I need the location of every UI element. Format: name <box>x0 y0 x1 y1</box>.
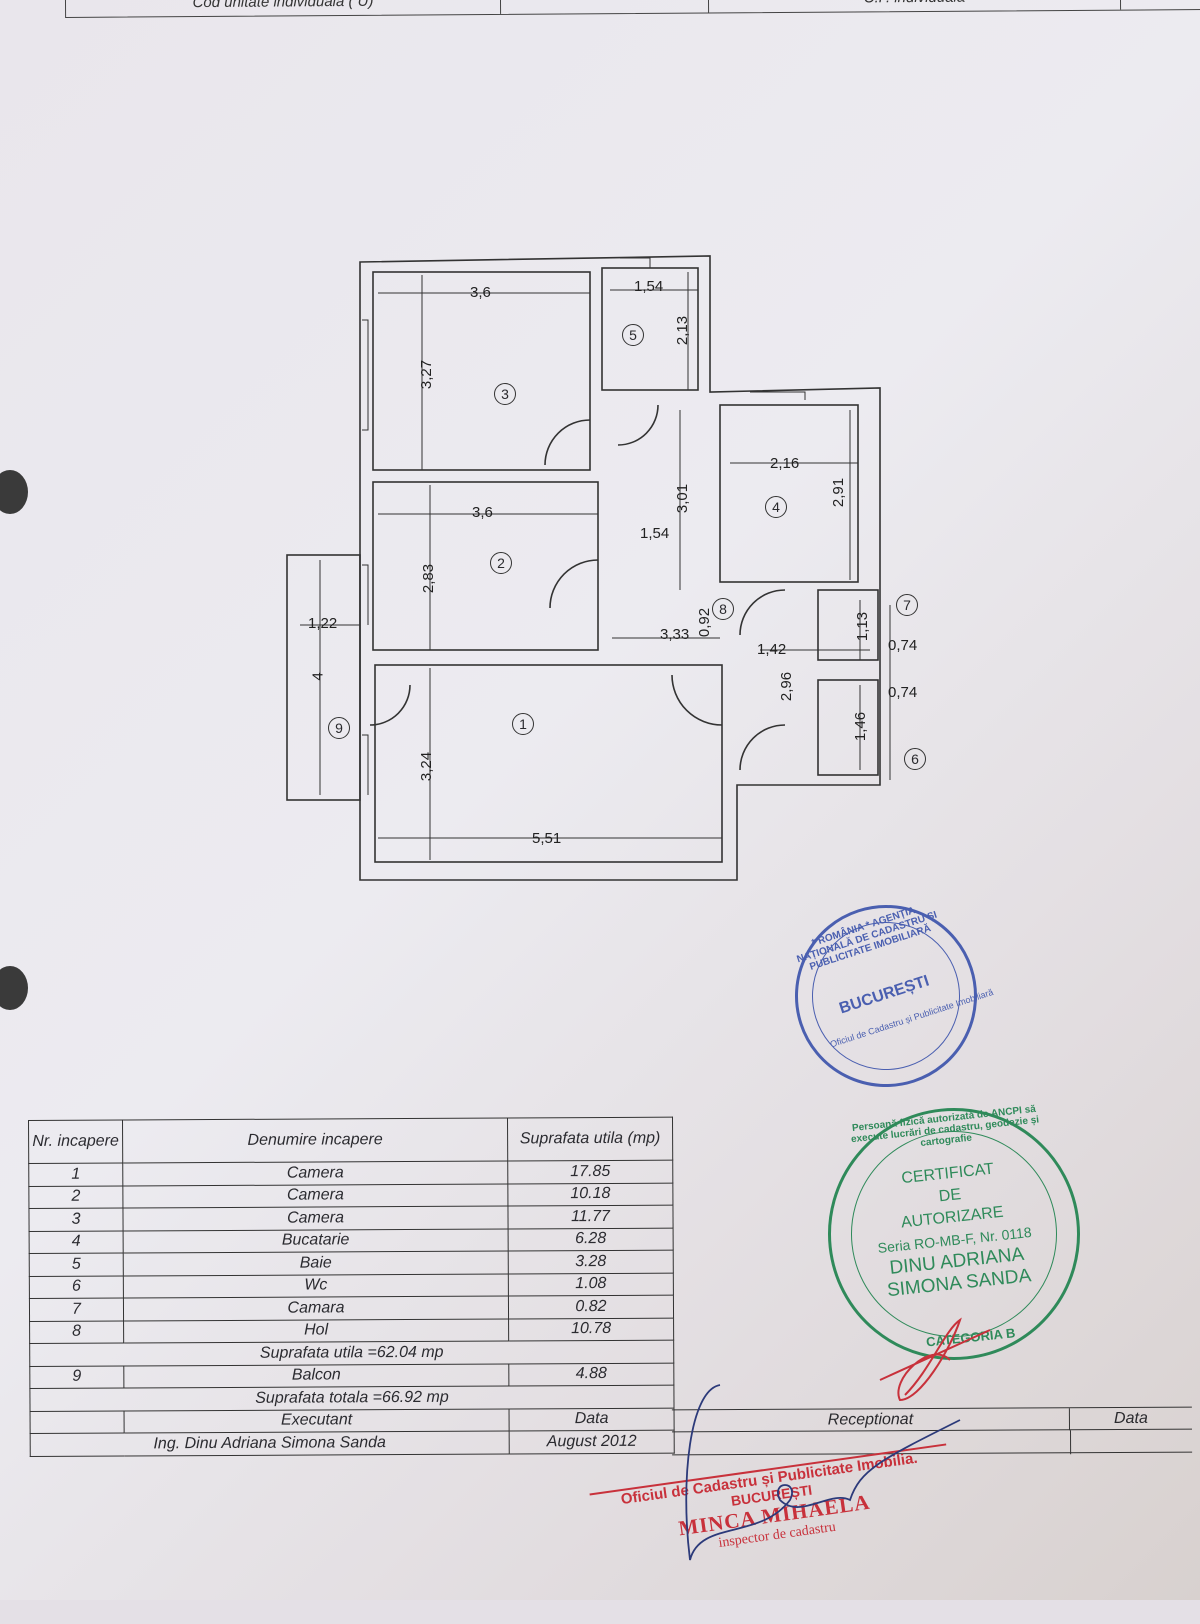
red-signature <box>879 1317 991 1402</box>
room-3 <box>372 271 591 471</box>
room-number-4: 4 <box>765 496 787 518</box>
room-number-5: 5 <box>622 324 644 346</box>
dim-room5-width: 1,54 <box>634 278 664 295</box>
room-number-3: 3 <box>494 383 516 405</box>
dim-hol-width: 1,54 <box>640 525 670 542</box>
dim-room7-width: 0,74 <box>888 637 918 654</box>
punch-hole <box>0 470 28 514</box>
outer-wall <box>359 255 881 881</box>
dim-room1-width: 5,51 <box>532 830 562 847</box>
balcony <box>286 554 361 801</box>
dim-hol-length: 3,33 <box>660 626 690 643</box>
dim-room4-width: 2,16 <box>770 455 800 472</box>
blue-signature <box>685 1384 961 1561</box>
room-1 <box>374 664 723 863</box>
room-2 <box>372 481 599 651</box>
room-number-7: 7 <box>896 594 918 616</box>
room-number-1: 1 <box>512 713 534 735</box>
room-number-8: 8 <box>712 598 734 620</box>
room-number-9: 9 <box>328 717 350 739</box>
room-number-2: 2 <box>490 552 512 574</box>
dim-room3-width: 3,6 <box>470 284 491 301</box>
dim-balcon-width: 1,22 <box>308 615 338 632</box>
dim-room2-width: 3,6 <box>472 504 493 521</box>
dim-room6-width: 0,74 <box>888 684 918 701</box>
room-number-6: 6 <box>904 748 926 770</box>
dim-hol-corridor: 1,42 <box>757 641 787 658</box>
dimension-lines <box>300 272 891 860</box>
room-7 <box>817 589 879 661</box>
punch-hole <box>0 966 28 1010</box>
room-4 <box>719 404 859 583</box>
door-arcs <box>369 404 786 771</box>
room-6 <box>817 679 879 776</box>
windows <box>362 257 806 795</box>
